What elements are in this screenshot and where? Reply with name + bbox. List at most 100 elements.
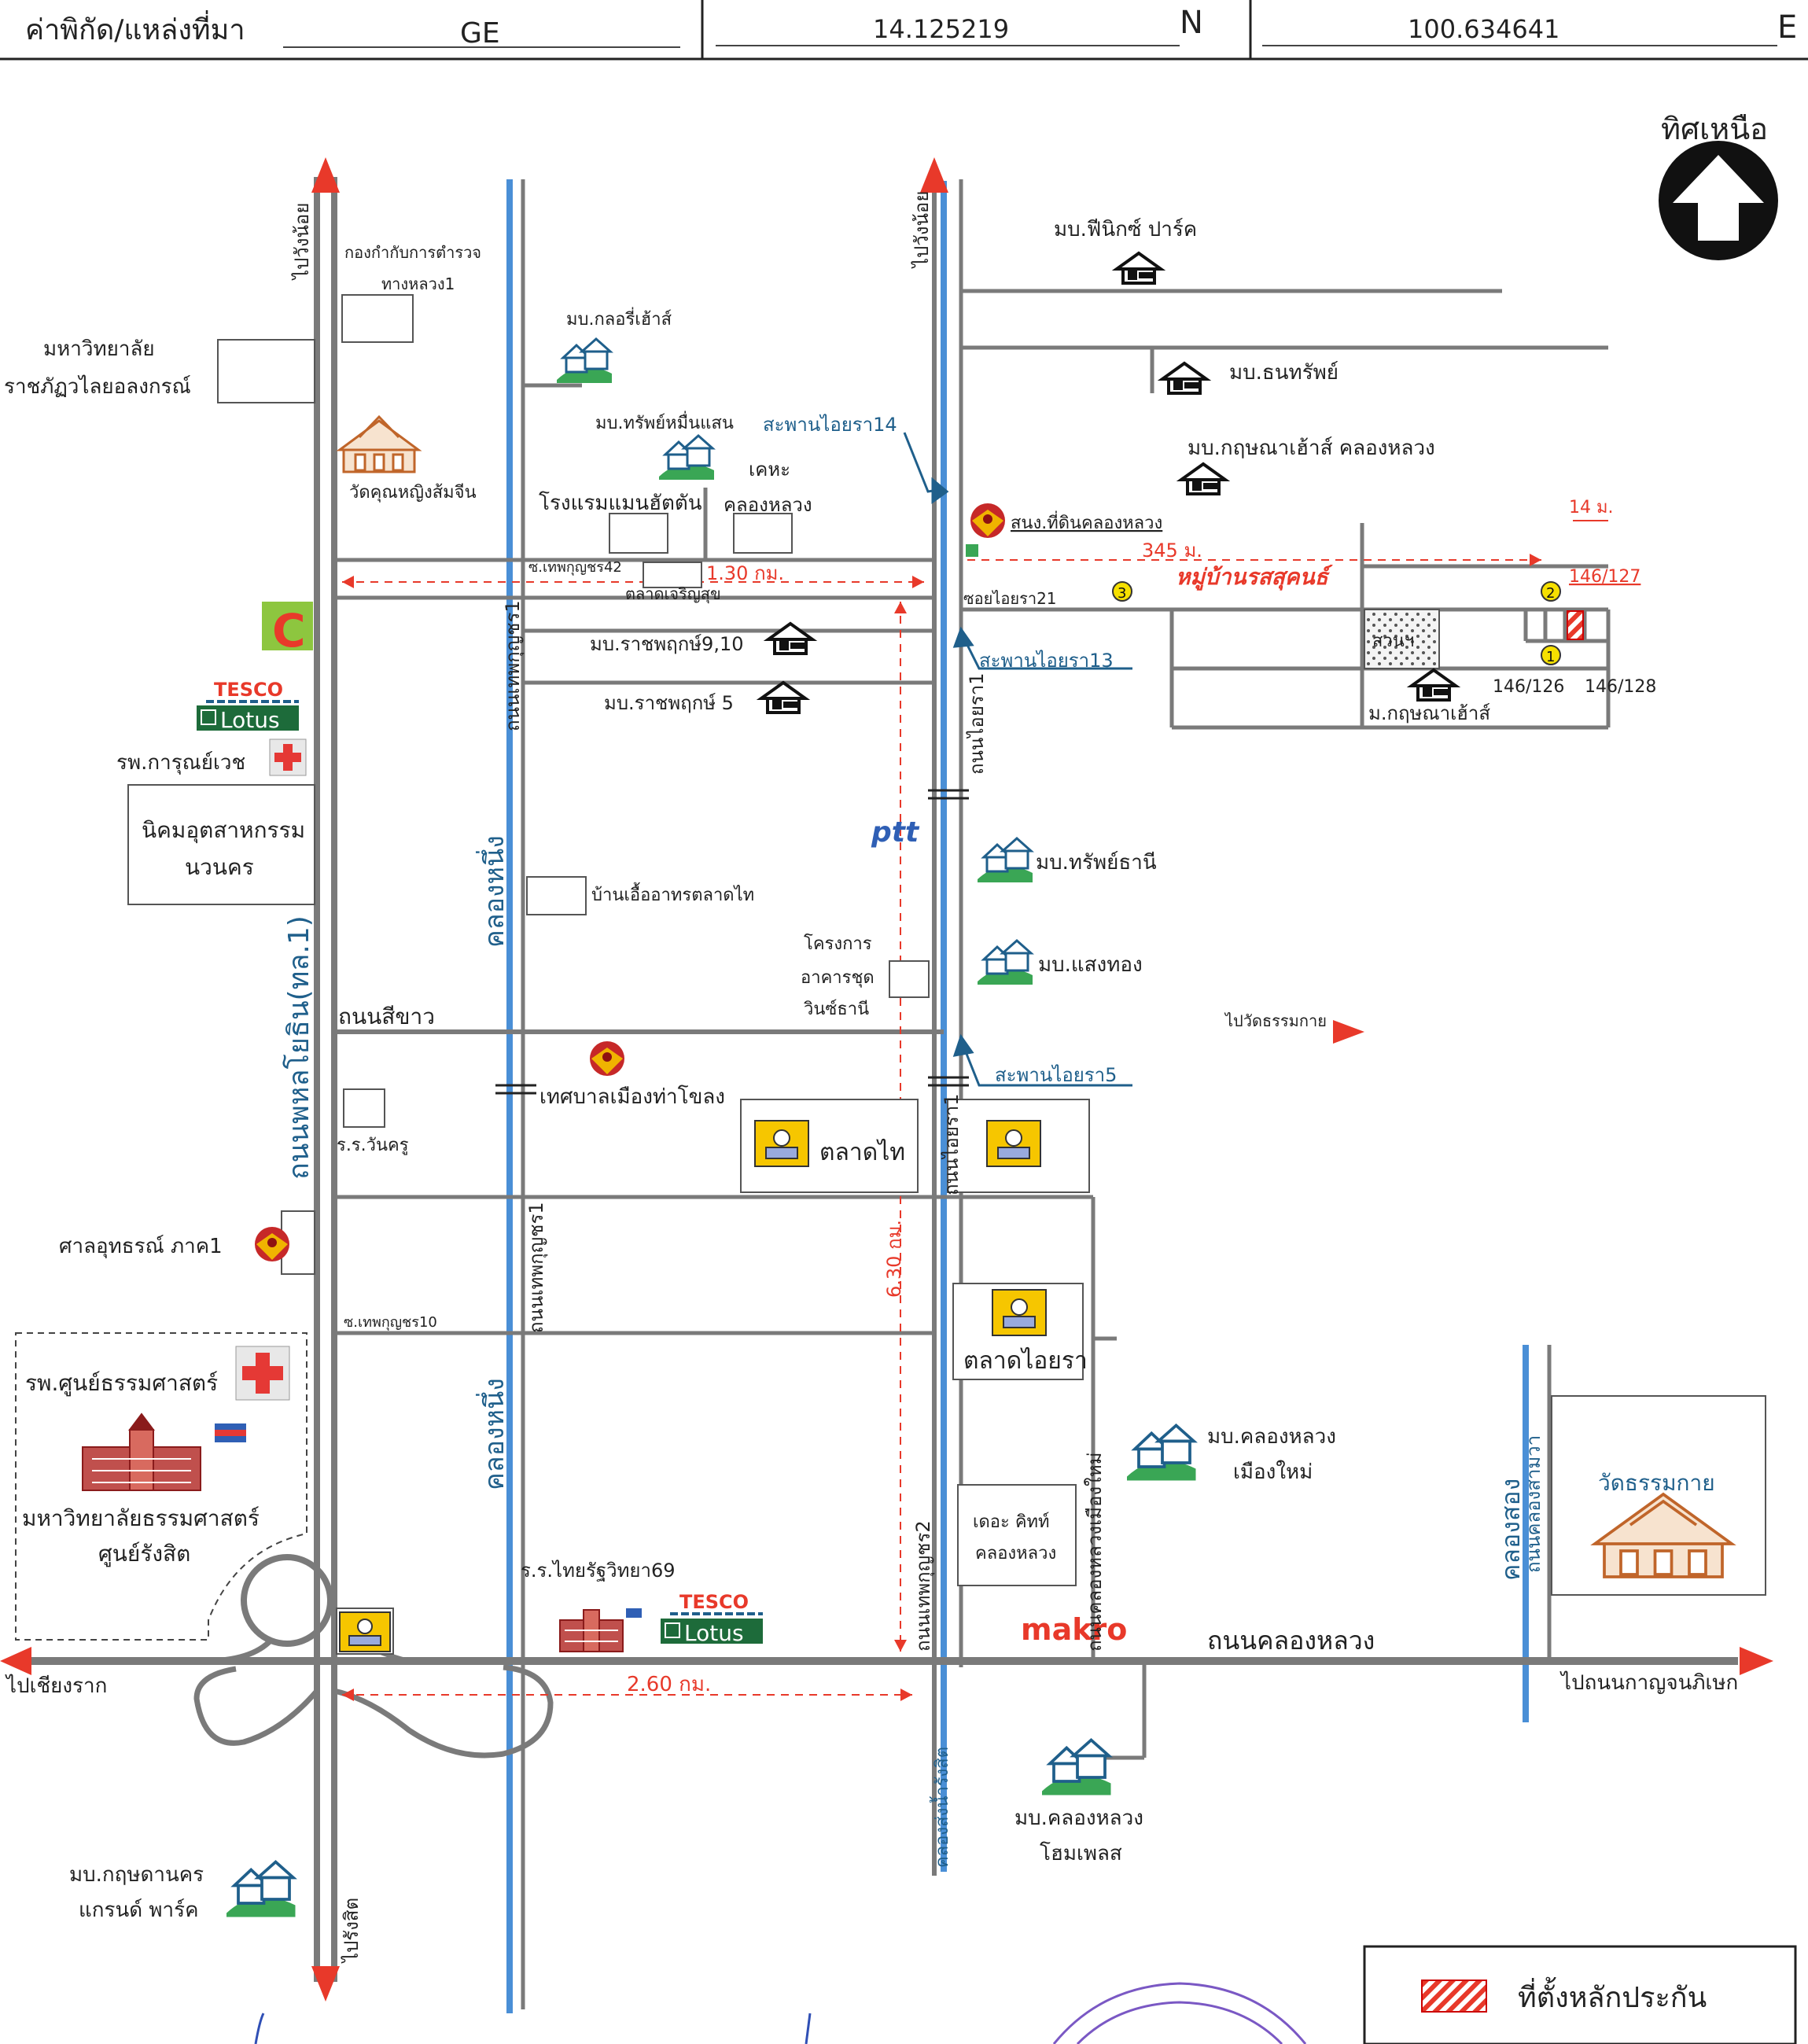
north-arrow-icon [1659, 141, 1778, 260]
road-label-thepphanya-2: ถนนเทพกุญชร2 [912, 1520, 935, 1652]
road-label-ai-yara-1-lower: ถนนไอยรา1 [941, 1093, 963, 1195]
place-label-lot-146-128: 146/128 [1585, 677, 1656, 697]
roads [24, 177, 1738, 2009]
road-label-soi-thepphanya-10: ซ.เทพกุญชร10 [344, 1314, 437, 1331]
marker-2: 2 [1541, 581, 1561, 602]
place-label-lot-146-126: 146/126 [1493, 677, 1564, 697]
svg-text:1: 1 [1546, 649, 1555, 665]
village-icon [659, 433, 716, 480]
compass-label: ทิศเหนือ [1661, 112, 1768, 146]
place-label-manhattan-hotel: โรงแรมแมนฮัตตัน [539, 491, 702, 515]
house-icon [1406, 668, 1461, 702]
header-latitude: 14.125219 [873, 14, 1009, 44]
tesco-lotus-logo: TESCO Lotus [197, 679, 299, 733]
road-label-khlong-luang: ถนนคลองหลวง [1207, 1626, 1375, 1655]
distance-label-345: 345 ม. [1142, 540, 1202, 562]
place-label-kheha-2: คลองหลวง [724, 494, 812, 516]
arrow-up-west-icon [311, 157, 340, 193]
road-label-thepphanya-1-lower: ถนนเทพกุญชร1 [525, 1202, 548, 1333]
house-icon [1157, 361, 1212, 395]
hospital-icon [269, 738, 307, 776]
stamp-graphic [1052, 1982, 1307, 2044]
school-building-icon [559, 1608, 642, 1652]
lotus-text: Lotus [220, 707, 280, 733]
distance-arrowheads [342, 554, 1541, 1701]
canal-label-khlong-song-sub: คลองส่งน้ำรังสิต [930, 1747, 952, 1868]
bridge-ticks [495, 789, 969, 1095]
place-label-sap-muen-saen: มบ.ทรัพย์หมื่นแสน [595, 411, 734, 433]
park-area [1364, 609, 1440, 669]
place-label-baan-ue-athon: บ้านเอื้ออาทรตลาดไท [591, 882, 754, 905]
road-label-to-wang-noi-left: ไปวังน้อย [291, 203, 313, 281]
place-label-thanasap: มบ.ธนทรัพย์ [1229, 361, 1339, 385]
place-label-thammasat-uni-2: ศูนย์รังสิต [98, 1541, 190, 1567]
place-label-wat-thammakai: วัดธรรมกาย [1598, 1470, 1715, 1496]
place-label-wan-khru: ร.ร.วันครู [337, 1136, 409, 1155]
village-icon [557, 337, 613, 383]
road-label-si-khao: ถนนสีขาว [338, 1004, 435, 1029]
place-label-kritsada-grand-2: แกรนด์ พาร์ค [79, 1899, 198, 1922]
road-label-to-chiang-rak: ไปเชียงราก [5, 1674, 107, 1698]
place-label-kl-muang-mai-1: มบ.คลองหลวง [1207, 1425, 1336, 1449]
place-label-kritsana-house: ม.กฤษณาเฮ้าส์ [1368, 702, 1490, 724]
place-label-navanakorn-1: นิคมอุตสาหกรรม [142, 817, 305, 844]
legend-label: ที่ตั้งหลักประกัน [1518, 1976, 1707, 2014]
place-label-court: ศาลอุทธรณ์ ภาค1 [59, 1235, 223, 1258]
village-icon [1127, 1423, 1198, 1481]
header-bar: ค่าพิกัด/แหล่งที่มา GE 14.125219 N 100.6… [0, 0, 1808, 61]
village-icon [226, 1859, 297, 1917]
signature-graphic [254, 2013, 812, 2044]
arrow-right-main-icon [1740, 1647, 1773, 1675]
place-label-thai-rath-school: ร.ร.ไทยรัฐวิทยา69 [521, 1560, 676, 1582]
header-lat-unit: N [1180, 5, 1203, 41]
place-label-tha-khlong: เทศบาลเมืองท่าโขลง [539, 1085, 725, 1109]
direction-arrows [0, 157, 1773, 2002]
distance-label-130: 1.30 กม. [706, 562, 784, 584]
university-building-icon [82, 1412, 246, 1491]
marker-3: 3 [1112, 581, 1132, 602]
house-icon [1111, 251, 1166, 285]
place-label-kritsada-grand-1: มบ.กฤษดานคร [69, 1863, 204, 1887]
bigc-logo-text: C [272, 604, 306, 657]
bridge-label-ai-yara-5: สะพานไอยรา5 [995, 1064, 1117, 1086]
place-label-wat-khun-ying: วัดคุณหญิงส้มจีน [349, 483, 477, 503]
garuda-icon [970, 503, 1005, 538]
place-label-kl-home-place-2: โฮมเพลส [1040, 1841, 1122, 1865]
bridge-label-ai-yara-13: สะพานไอยรา13 [979, 650, 1114, 672]
distance-label-630: 6.30 กม. [883, 1220, 905, 1298]
place-label-ratchaphruek-9-10: มบ.ราชพฤกษ์9,10 [590, 633, 743, 655]
marker-1: 1 [1541, 645, 1561, 665]
collateral-lot [1567, 610, 1584, 640]
distance-label-260: 2.60 กม. [627, 1673, 711, 1696]
road-label-khlong-luang-mueang-mai: ถนนคลองหลวงเมืองใหม่ [1084, 1453, 1106, 1652]
place-label-kl-home-place-1: มบ.คลองหลวง [1014, 1806, 1143, 1830]
road-label-to-kanchanaphisek: ไปถนนกาญจนภิเษก [1559, 1670, 1738, 1695]
house-icon [756, 680, 811, 714]
place-label-win-condo-2: อาคารชุด [801, 968, 875, 988]
place-label-kritsana-house-kl: มบ.กฤษณาเฮ้าส์ คลองหลวง [1188, 436, 1435, 460]
distance-label-14: 14 ม. [1569, 498, 1613, 517]
thammasat-enclosure [15, 1332, 307, 1641]
arrow-down-west-icon [311, 1966, 340, 2002]
makro-logo: makro [1021, 1612, 1127, 1647]
lotus-text: Lotus [684, 1620, 744, 1646]
bridge-label-ai-yara-14: สะพานไอยรา14 [763, 414, 897, 436]
road-label-soi-ai-yara-21: ซอยไอยรา21 [963, 589, 1057, 608]
bigc-logo: C [262, 602, 313, 657]
village-icon [978, 836, 1034, 882]
place-label-talad-thai: ตลาดไท [819, 1138, 905, 1166]
place-label-thammasat-uni-1: มหาวิทยาลัยธรรมศาสตร์ [22, 1505, 260, 1531]
header-lon-unit: E [1777, 9, 1797, 46]
market-icon [754, 1120, 809, 1167]
tesco-lotus-logo: TESCO Lotus [661, 1591, 763, 1646]
hospital-icon [235, 1346, 290, 1401]
ptt-logo: ptt [871, 816, 920, 849]
place-label-glory-house: มบ.กลอรี่เฮ้าส์ [566, 307, 672, 330]
place-label-talad-ai-yara: ตลาดไอยรา [963, 1346, 1088, 1375]
road-label-phahonyothin: ถนนพหลโยธิน(ทล.1) [282, 915, 315, 1180]
green-marker [966, 544, 978, 557]
house-icon [763, 621, 818, 655]
garuda-icon [255, 1227, 289, 1261]
